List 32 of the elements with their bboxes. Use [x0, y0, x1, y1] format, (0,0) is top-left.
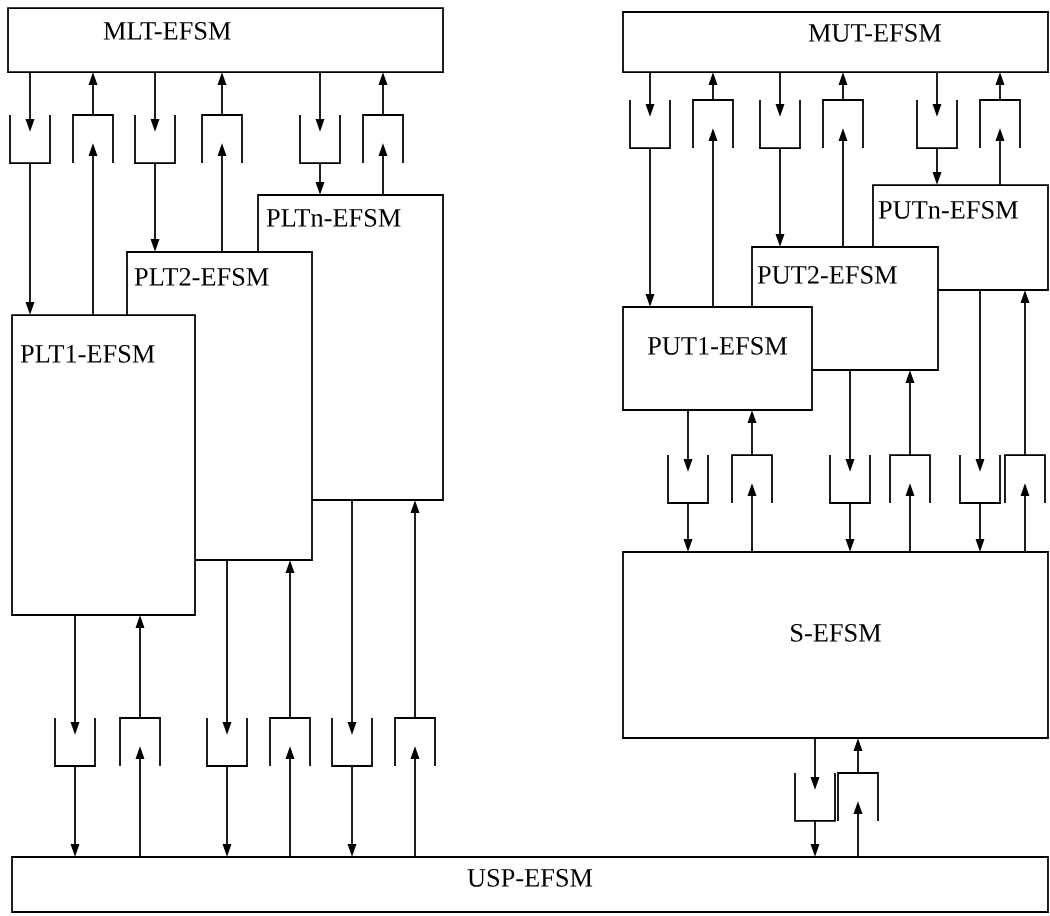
queue-symbol: [201, 114, 243, 164]
queue-symbol: [269, 717, 311, 767]
queue-symbol: [692, 99, 734, 149]
queue-symbol: [667, 454, 709, 504]
queue-symbol: [759, 99, 801, 149]
state-machine-box: MLT-EFSM: [7, 7, 444, 73]
queue-symbol: [822, 99, 864, 149]
queue-symbol: [54, 717, 96, 767]
queue-symbol: [394, 717, 436, 767]
queue-symbol: [362, 114, 404, 164]
queue-symbol: [979, 99, 1021, 149]
queue-symbol: [72, 114, 114, 164]
queue-symbol: [119, 717, 161, 767]
queue-symbol: [299, 114, 341, 164]
state-machine-box: PUT1-EFSM: [622, 306, 813, 411]
state-machine-box: MUT-EFSM: [622, 11, 1049, 73]
queue-symbol: [794, 772, 836, 822]
queue-symbol: [837, 772, 879, 822]
queue-symbol: [731, 454, 773, 504]
queue-symbol: [206, 717, 248, 767]
state-machine-box: S-EFSM: [622, 551, 1049, 739]
queue-symbol: [134, 114, 176, 164]
queue-symbol: [1004, 454, 1046, 504]
queue-symbol: [829, 454, 871, 504]
queue-symbol: [9, 114, 51, 164]
queue-symbol: [959, 454, 1001, 504]
queue-symbol: [331, 717, 373, 767]
queue-symbol: [889, 454, 931, 504]
state-machine-box: USP-EFSM: [11, 856, 1049, 913]
queue-symbol: [629, 99, 671, 149]
queue-symbol: [916, 99, 958, 149]
state-machine-box: PLT1-EFSM: [11, 314, 196, 616]
